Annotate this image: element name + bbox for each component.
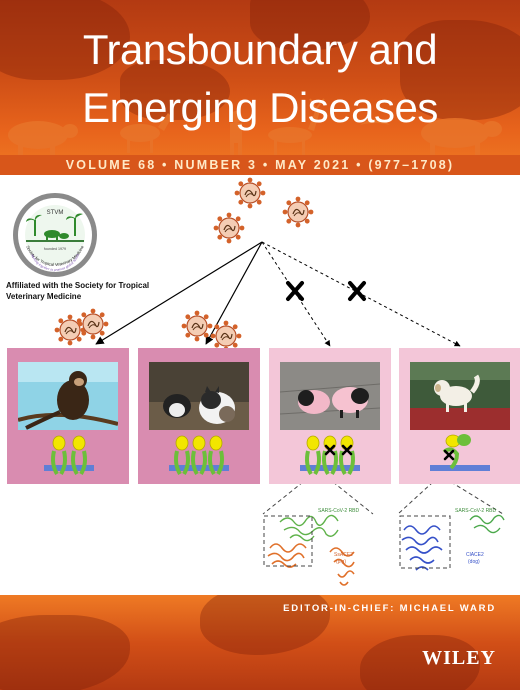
- label-rbd-left: SARS-CoV-2 RBD: [318, 508, 360, 514]
- block-cross-icon: [348, 281, 366, 301]
- editor-in-chief: EDITOR-IN-CHIEF: MICHAEL WARD: [283, 603, 496, 614]
- virus-particle: [76, 308, 110, 340]
- label-ace2-pig-species: (pig): [336, 559, 346, 565]
- issue-info: VOLUME 68 • NUMBER 3 • MAY 2021 • (977–1…: [0, 155, 520, 175]
- header-band: Transboundary and Emerging Diseases VOLU…: [0, 0, 520, 175]
- cat-photo: [149, 362, 249, 430]
- monkey-photo: [18, 362, 118, 430]
- protein-structure-dog: SARS-CoV-2 RBD ClACE2 (dog): [399, 508, 505, 571]
- transmission-arrow: [95, 241, 263, 345]
- map-continent-shape: [360, 635, 480, 690]
- virus-particle: [181, 310, 213, 342]
- map-continent-shape: [0, 615, 130, 690]
- ace2-receptor: [442, 434, 471, 470]
- receptor-group: [430, 434, 490, 471]
- affiliation-text: Affiliated with the Society for Tropical…: [6, 281, 150, 301]
- ace2-receptor: [174, 435, 190, 476]
- panel-pig: [269, 348, 391, 484]
- map-continent-shape: [120, 60, 230, 120]
- panel-monkey: [7, 348, 129, 484]
- virus-particle: [210, 320, 242, 352]
- label-ace2-pig: SsACE2: [334, 552, 353, 558]
- receptor-group: [44, 435, 94, 476]
- block-cross-icon: [443, 449, 455, 461]
- dog-photo: [410, 362, 510, 430]
- panel-cat: [138, 348, 260, 484]
- publisher-logo: WILEY: [422, 647, 496, 669]
- journal-title-line2: Emerging Diseases: [82, 84, 438, 131]
- map-continent-shape: [0, 0, 130, 80]
- protein-structure-pig: SARS-CoV-2 RBD SsACE2 (pig): [263, 508, 360, 586]
- ace2-receptor: [191, 435, 207, 476]
- label-ace2-dog: ClACE2: [466, 552, 484, 558]
- map-continent-shape: [250, 0, 370, 50]
- society-founded: founded 1979: [44, 247, 66, 251]
- map-continent-shape: [400, 20, 520, 120]
- receptor-group: [300, 435, 360, 476]
- label-rbd-right: SARS-CoV-2 RBD: [455, 508, 497, 514]
- receptor-group: [169, 435, 229, 476]
- animal-silhouettes: [8, 98, 502, 157]
- virus-particle: [234, 177, 266, 209]
- ace2-receptor: [305, 435, 321, 476]
- transmission-diagram: SARS-CoV-2 RBD SsACE2 (pig) SARS-CoV-2 R…: [53, 177, 505, 586]
- label-ace2-dog-species: (dog): [468, 559, 480, 565]
- society-logo: STVM Society for Tropical Veterinary Med…: [13, 193, 97, 277]
- ace2-receptor: [71, 435, 87, 476]
- block-cross-icon: [286, 281, 304, 301]
- ace2-receptor: [51, 435, 67, 476]
- virus-particle: [53, 314, 87, 346]
- ace2-receptor: [208, 435, 224, 476]
- journal-title-line1: Transboundary and: [82, 26, 438, 73]
- panel-dog: [399, 348, 520, 484]
- virus-particle: [213, 212, 245, 244]
- virus-particle: [282, 196, 314, 228]
- footer-band: EDITOR-IN-CHIEF: MICHAEL WARD WILEY: [0, 595, 520, 690]
- blocked-arrow: [261, 241, 461, 347]
- society-acronym: STVM: [47, 210, 64, 216]
- pig-photo: [280, 362, 380, 430]
- block-cross-icon: [324, 444, 353, 456]
